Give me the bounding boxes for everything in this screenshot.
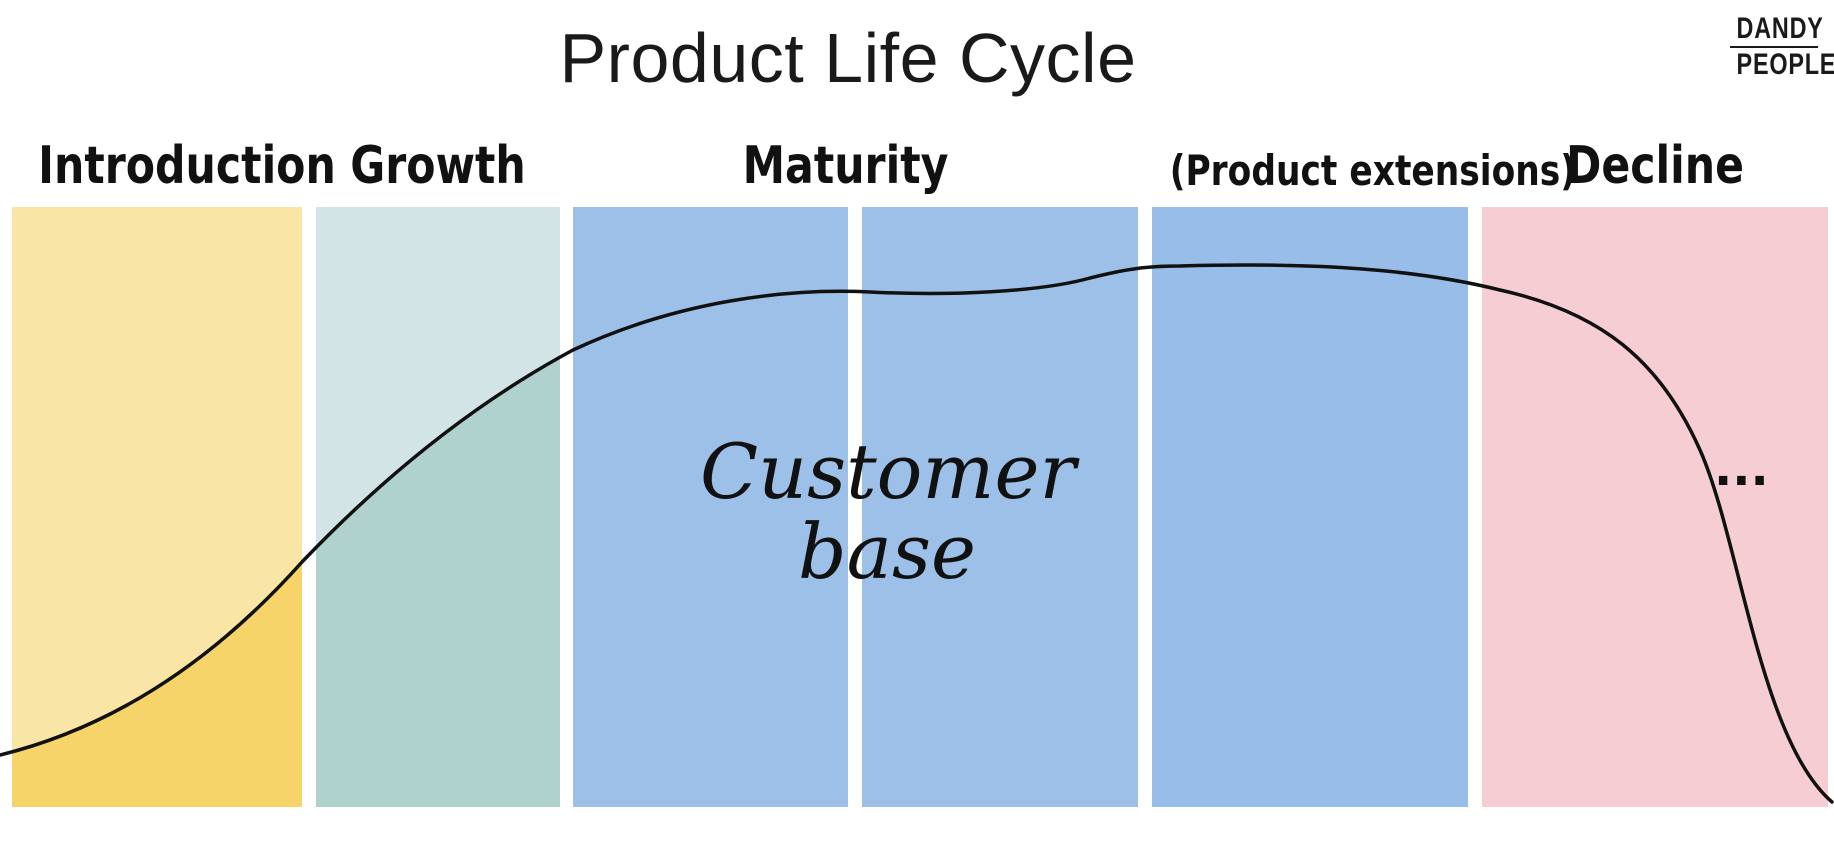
stage-panel-maturity-late xyxy=(862,207,1138,807)
life-cycle-curve xyxy=(0,263,1834,804)
customer-base-line-2: base xyxy=(798,507,976,596)
logo-divider xyxy=(1730,46,1818,48)
dandy-people-logo: DANDY PEOPLE xyxy=(1726,12,1834,80)
stage-panel-product-extensions xyxy=(1152,207,1468,807)
stage-label-growth: Growth xyxy=(350,136,526,196)
page-title: Product Life Cycle xyxy=(559,19,1137,97)
customer-base-line-1: Customer xyxy=(700,427,1080,516)
stage-panel-decline xyxy=(1482,207,1828,807)
introduction-area-fill xyxy=(12,562,302,807)
stage-label-decline: Decline xyxy=(1565,136,1745,196)
decline-ellipsis: ... xyxy=(1714,441,1769,497)
growth-area-fill xyxy=(316,357,560,807)
stage-panel-maturity-early xyxy=(573,207,848,807)
stage-label-maturity: Maturity xyxy=(742,136,949,196)
logo-line-1: DANDY xyxy=(1736,12,1824,45)
